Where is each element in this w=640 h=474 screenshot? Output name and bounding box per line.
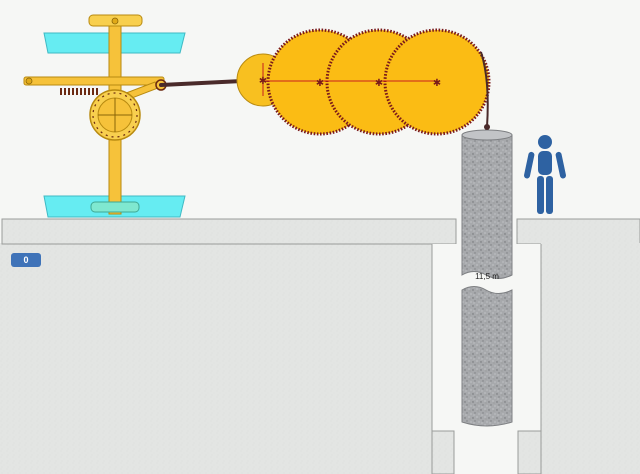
ground	[0, 218, 640, 474]
ground-right-block	[541, 243, 640, 474]
gear-hub-4: ✱	[433, 78, 441, 89]
counter-badge[interactable]: 0	[11, 253, 41, 267]
ground-left-top-slab	[1, 218, 457, 245]
person-right-leg	[546, 176, 553, 214]
gear-3	[383, 28, 491, 136]
shaft-bottom-step-right	[517, 430, 542, 474]
gear-hub-2: ✱	[316, 78, 324, 89]
drill-cable	[480, 51, 489, 128]
rack-teeth	[60, 88, 98, 95]
arm-left-pivot	[25, 77, 33, 85]
frame-horizontal-arm	[23, 76, 165, 86]
ground-left-block	[0, 243, 432, 474]
person-left-arm	[524, 151, 535, 179]
gear-hub-3: ✱	[375, 78, 383, 89]
person-head	[538, 135, 552, 149]
gear-train: ✱ ✱ ✱ ✱	[236, 28, 491, 136]
cable-attachment-point	[484, 124, 490, 130]
person-torso	[538, 151, 552, 175]
person-left-leg	[537, 176, 544, 214]
shaft-bottom-step-left	[431, 430, 455, 474]
person-right-arm	[555, 151, 566, 179]
frame-bottom-pin	[90, 201, 140, 213]
drill-column: 11,5 m	[461, 129, 513, 427]
ground-right-top-slab	[516, 218, 640, 245]
drill-column-lower	[461, 286, 513, 427]
gear-hub-1: ✱	[259, 76, 267, 87]
shaft-depth-label: 11,5 m	[475, 272, 499, 281]
person-figure	[524, 135, 566, 214]
drill-column-top-cap	[461, 129, 513, 141]
governor-escapement-ring	[92, 92, 138, 138]
frame-top-pivot	[111, 17, 119, 25]
drill-column-upper	[461, 134, 513, 279]
brass-frame	[23, 14, 167, 215]
